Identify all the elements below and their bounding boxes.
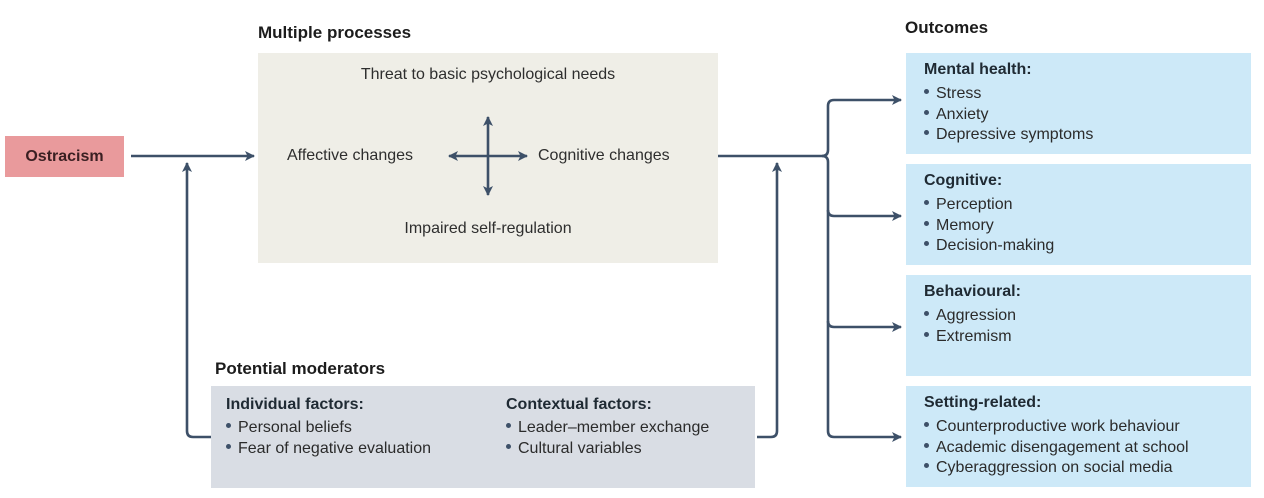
moderator-item-text: Personal beliefs bbox=[238, 419, 352, 436]
outcome-item-text: Academic disengagement at school bbox=[936, 438, 1189, 456]
outcomes-title: Outcomes bbox=[905, 18, 989, 37]
bracket-lower bbox=[821, 154, 902, 442]
moderator-item-text: Fear of negative evaluation bbox=[238, 439, 432, 457]
moderator-group-heading: Individual factors: bbox=[226, 396, 364, 413]
bullet-icon bbox=[924, 442, 929, 448]
outcome-item: Counterproductive work behaviour bbox=[924, 417, 1189, 438]
arrow-to-behavioural bbox=[826, 320, 902, 332]
bullet-icon bbox=[924, 89, 929, 95]
arrow-moderators-to-path-right bbox=[757, 162, 782, 439]
moderators-box: Individual factors: Personal beliefs Fea… bbox=[211, 386, 755, 488]
bullet-icon bbox=[506, 423, 511, 429]
bullet-icon bbox=[924, 109, 929, 115]
outcome-setting-related: Setting-related: Counterproductive work … bbox=[906, 386, 1251, 487]
outcome-item-text: Memory bbox=[936, 216, 994, 234]
outcome-heading: Setting-related: bbox=[924, 394, 1042, 411]
outcome-item: Memory bbox=[924, 216, 1054, 237]
process-impaired-self-regulation: Impaired self-regulation bbox=[404, 220, 572, 237]
outcome-item: Cyberaggression on social media bbox=[924, 458, 1189, 479]
outcome-behavioural: Behavioural: Aggression Extremism bbox=[906, 275, 1251, 376]
bullet-icon bbox=[226, 423, 231, 429]
outcome-item: Depressive symptoms bbox=[924, 125, 1093, 146]
moderator-item: Personal beliefs bbox=[226, 418, 431, 439]
bullet-icon bbox=[506, 443, 511, 449]
bullet-icon bbox=[924, 220, 929, 226]
bullet-icon bbox=[924, 241, 929, 247]
moderator-group-contextual: Contextual factors: Leader–member exchan… bbox=[506, 396, 709, 459]
outcome-item-text: Aggression bbox=[936, 307, 1017, 324]
moderator-group-heading: Contextual factors: bbox=[506, 396, 652, 413]
outcome-mental-health: Mental health: Stress Anxiety Depressive… bbox=[906, 53, 1251, 154]
outcome-heading: Mental health: bbox=[924, 61, 1032, 78]
outcome-item: Perception bbox=[924, 195, 1054, 216]
process-affective-changes: Affective changes bbox=[287, 147, 414, 164]
outcome-item-text: Depressive symptoms bbox=[936, 126, 1094, 143]
moderator-item: Fear of negative evaluation bbox=[226, 439, 431, 460]
moderator-item-text: Cultural variables bbox=[518, 439, 642, 457]
outcome-item-text: Counterproductive work behaviour bbox=[936, 418, 1180, 435]
outcome-item: Stress bbox=[924, 84, 1093, 105]
bullet-icon bbox=[924, 311, 929, 317]
bullet-icon bbox=[924, 463, 929, 469]
moderator-group-individual: Individual factors: Personal beliefs Fea… bbox=[226, 396, 431, 459]
process-threat-needs: Threat to basic psychological needs bbox=[360, 66, 616, 83]
outcome-item: Decision-making bbox=[924, 236, 1054, 257]
outcome-item: Academic disengagement at school bbox=[924, 438, 1189, 459]
outcome-item: Anxiety bbox=[924, 105, 1093, 126]
moderator-item-text: Leader–member exchange bbox=[518, 419, 710, 436]
outcome-heading: Cognitive: bbox=[924, 172, 1003, 189]
outcome-item-text: Decision-making bbox=[936, 237, 1055, 254]
moderators-title: Potential moderators bbox=[215, 359, 386, 378]
bullet-icon bbox=[924, 331, 929, 337]
ostracism-box: Ostracism bbox=[5, 136, 124, 177]
outcome-item-text: Anxiety bbox=[936, 105, 989, 123]
outcomes-bracket bbox=[821, 95, 902, 158]
moderator-item: Leader–member exchange bbox=[506, 418, 709, 439]
outcome-item-text: Extremism bbox=[936, 327, 1012, 345]
arrow-to-cognitive bbox=[826, 209, 902, 221]
outcome-item-text: Cyberaggression on social media bbox=[936, 459, 1173, 476]
moderator-item: Cultural variables bbox=[506, 439, 709, 460]
outcome-item-text: Stress bbox=[936, 85, 982, 102]
outcome-heading: Behavioural: bbox=[924, 283, 1021, 300]
bullet-icon bbox=[226, 443, 231, 449]
processes-title: Multiple processes bbox=[258, 23, 412, 42]
outcome-item-text: Perception bbox=[936, 196, 1013, 213]
outcome-item: Aggression bbox=[924, 306, 1016, 327]
process-cognitive-changes: Cognitive changes bbox=[538, 147, 670, 164]
bullet-icon bbox=[924, 130, 929, 136]
outcome-cognitive: Cognitive: Perception Memory Decision-ma… bbox=[906, 164, 1251, 265]
arrow-moderators-to-path-left bbox=[182, 162, 211, 439]
bullet-icon bbox=[924, 200, 929, 206]
ostracism-label: Ostracism bbox=[25, 147, 104, 165]
outcome-item: Extremism bbox=[924, 327, 1016, 348]
bullet-icon bbox=[924, 422, 929, 428]
